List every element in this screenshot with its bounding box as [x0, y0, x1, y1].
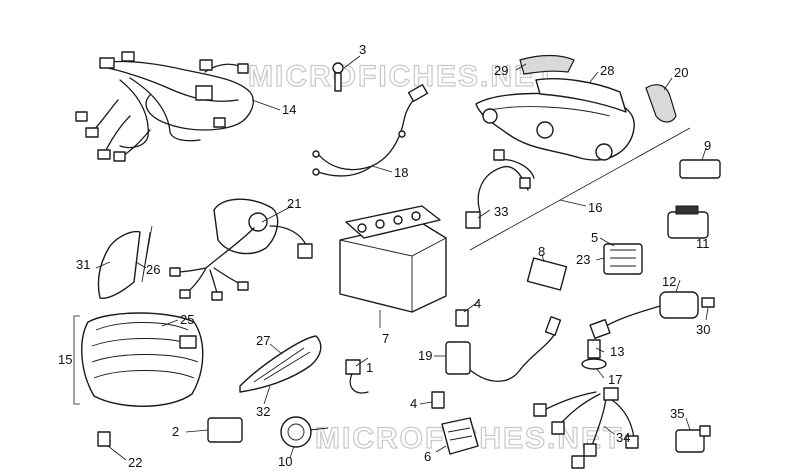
reference-numbers: 1 2 3 4 4 5 6 7 8 9 10 11 12 13 14 15 16…: [58, 42, 711, 470]
mirror-bracket: [97, 225, 153, 299]
fuse-box: [441, 417, 479, 455]
label-8: 8: [538, 244, 545, 259]
sensor: [345, 359, 369, 394]
headlight: [81, 312, 204, 407]
rear-light-housing: [475, 54, 677, 161]
label-26: 26: [146, 262, 160, 277]
bulb-socket: [97, 431, 111, 447]
label-35: 35: [670, 406, 684, 421]
label-27: 27: [256, 333, 270, 348]
label-25: 25: [180, 312, 194, 327]
battery: [339, 205, 447, 313]
spark-plug: [581, 339, 607, 370]
ignition-coil: [589, 291, 715, 340]
label-2: 2: [172, 424, 179, 439]
connector: [675, 425, 711, 453]
main-wiring-harness: [75, 51, 254, 162]
horn: [280, 416, 329, 448]
fuse-holder: [445, 316, 562, 382]
label-12: 12: [662, 274, 676, 289]
label-15: 15: [58, 352, 72, 367]
label-10: 10: [278, 454, 292, 469]
leader-lines: [95, 55, 709, 461]
label-31: 31: [76, 257, 90, 272]
label-28: 28: [600, 63, 614, 78]
label-33: 33: [494, 204, 508, 219]
label-32: 32: [256, 404, 270, 419]
label-16: 16: [588, 200, 602, 215]
starter-relay: [603, 243, 643, 275]
side-reflector: [239, 335, 322, 393]
fuse-top: [455, 309, 469, 327]
label-21: 21: [287, 196, 301, 211]
label-13: 13: [610, 344, 624, 359]
label-14: 14: [282, 102, 296, 117]
headlight-bulb-holder: [169, 198, 313, 301]
label-4-lower: 4: [410, 396, 417, 411]
label-11: 11: [696, 236, 710, 251]
flasher-unit: [667, 205, 709, 239]
relay: [207, 417, 243, 443]
voltage-regulator: [526, 257, 568, 291]
label-9: 9: [704, 138, 711, 153]
label-17: 17: [608, 372, 622, 387]
label-7: 7: [382, 331, 389, 346]
label-18: 18: [394, 165, 408, 180]
number-plate-lens: [679, 159, 721, 179]
light-harness: [533, 387, 639, 469]
wire-lead: [312, 83, 429, 177]
label-1: 1: [366, 360, 373, 375]
label-29: 29: [494, 63, 508, 78]
bolt: [332, 62, 344, 92]
label-22: 22: [128, 455, 142, 470]
label-30: 30: [696, 322, 710, 337]
label-23: 23: [576, 252, 590, 267]
watermark-top: MICROFICHES.NET: [248, 60, 556, 93]
label-3: 3: [359, 42, 366, 57]
label-20: 20: [674, 65, 688, 80]
label-34: 34: [616, 430, 630, 445]
label-19: 19: [418, 348, 432, 363]
label-6: 6: [424, 449, 431, 464]
label-5: 5: [591, 230, 598, 245]
label-4-upper: 4: [474, 296, 481, 311]
bulb-wiring: [465, 149, 535, 229]
fuse-bottom: [431, 391, 445, 409]
